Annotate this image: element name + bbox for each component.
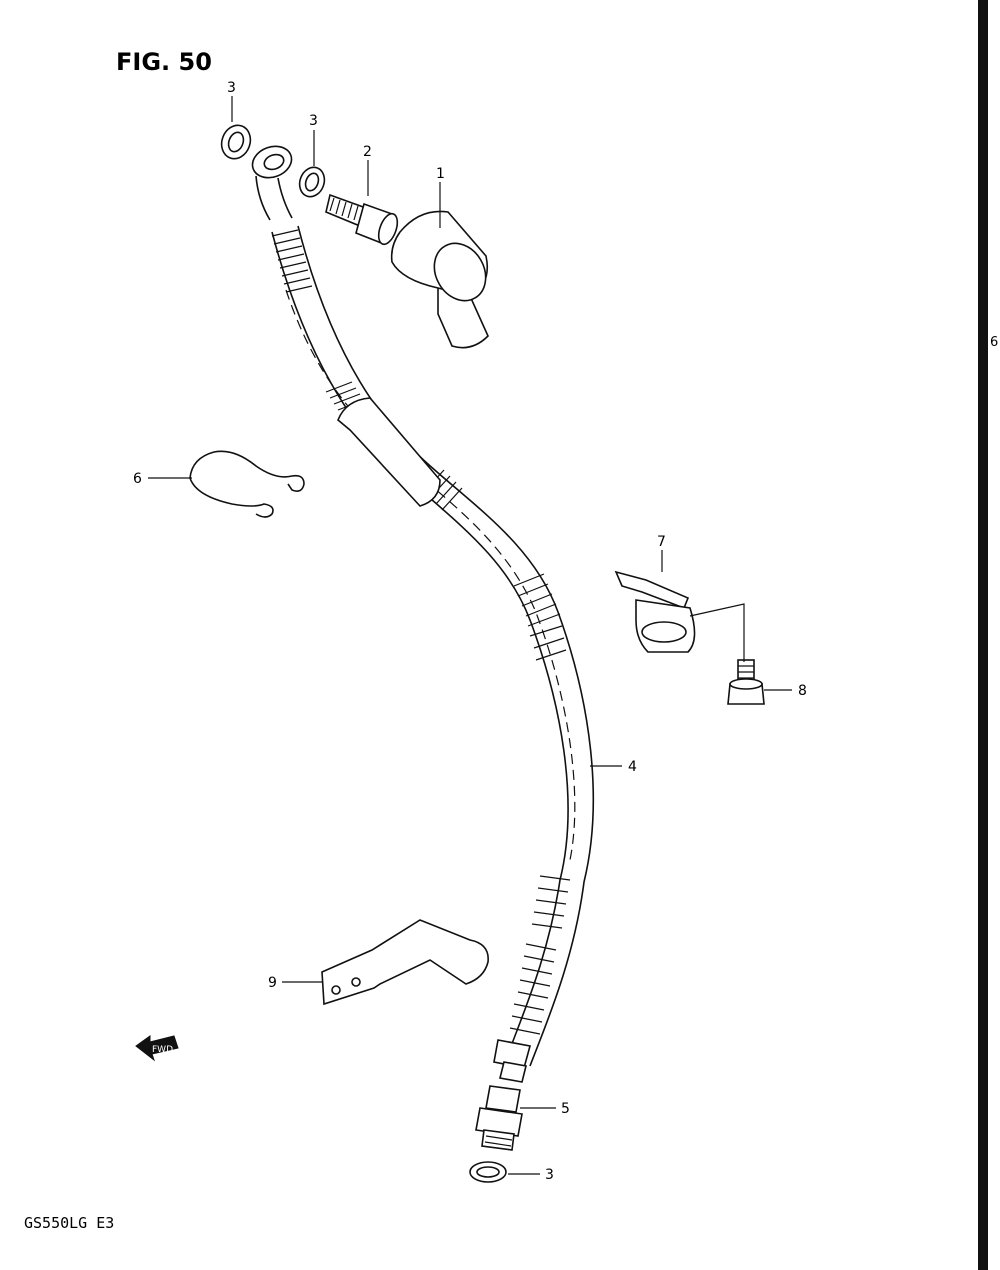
callout-9: 9 <box>268 975 277 991</box>
fwd-label: FWD <box>152 1045 173 1055</box>
wire-clip-6 <box>189 450 305 518</box>
callout-4: 4 <box>628 759 637 775</box>
callout-3-top-left: 3 <box>227 80 236 96</box>
washer-3-top-left <box>220 124 252 160</box>
leader-lines <box>148 96 792 1175</box>
page-border-right <box>978 0 988 1270</box>
fitting-5 <box>475 1085 523 1151</box>
callout-2: 2 <box>363 144 372 160</box>
callout-6: 6 <box>133 471 142 487</box>
callout-5: 5 <box>561 1101 570 1117</box>
edge-mark: 6 <box>990 335 998 350</box>
washer-3-bottom <box>469 1161 507 1183</box>
figure-title: FIG. 50 <box>116 48 212 76</box>
clamp-7 <box>614 570 696 653</box>
fwd-arrow-icon: FWD <box>135 1035 179 1062</box>
washer-3-top-right <box>298 166 326 198</box>
callout-3-bottom: 3 <box>545 1167 554 1183</box>
brake-hose-4 <box>251 145 595 1083</box>
bolt-8 <box>727 659 765 705</box>
model-code: GS550LG E3 <box>24 1214 114 1232</box>
bracket-9 <box>321 919 489 1006</box>
callout-7: 7 <box>657 534 666 550</box>
boot-cap-1 <box>390 210 489 349</box>
union-bolt-2 <box>325 193 399 246</box>
callout-3-top-right: 3 <box>309 113 318 129</box>
callout-1: 1 <box>436 166 445 182</box>
callout-8: 8 <box>798 683 807 699</box>
